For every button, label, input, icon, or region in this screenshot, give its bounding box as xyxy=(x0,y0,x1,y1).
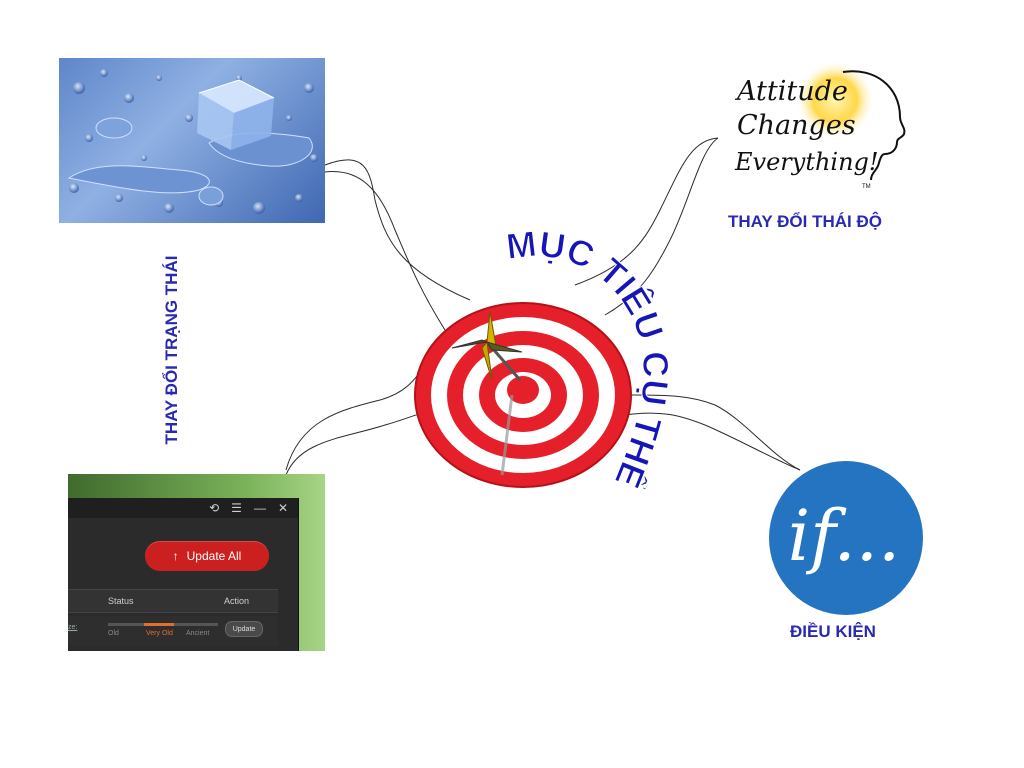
trademark-mark: TM xyxy=(862,184,871,190)
change-attitude-label: THAY ĐỔI THÁI ĐỘ xyxy=(728,212,882,232)
center-title: MỤC TIÊU CỤ THỂ xyxy=(504,223,677,494)
update-all-button[interactable]: ↑ Update All xyxy=(145,541,269,571)
row-link[interactable]: ze: xyxy=(68,624,77,631)
attitude-logo: Attitude Changes Everything! TM xyxy=(725,62,910,190)
connector-ice-1 xyxy=(325,160,470,300)
age-very-old-label: Very Old xyxy=(146,630,173,637)
ice-cube-photo xyxy=(59,58,325,223)
change-state-label: THAY ĐỔI TRẠNG THÁI xyxy=(162,256,182,445)
age-old-label: Old xyxy=(108,630,119,637)
history-icon[interactable]: ⟲ xyxy=(209,501,219,515)
if-logo: if... xyxy=(768,460,924,616)
attitude-line3: Everything! xyxy=(734,148,879,176)
close-icon[interactable]: ✕ xyxy=(278,501,288,515)
status-column-header: Status xyxy=(108,596,134,606)
row-update-button[interactable]: Update xyxy=(225,621,263,637)
if-logo-text: if... xyxy=(788,495,901,577)
age-indicator xyxy=(144,623,174,626)
center-title-arc: MỤC TIÊU CỤ THỂ xyxy=(480,200,720,520)
attitude-line2: Changes xyxy=(737,110,856,141)
table-header: Status Action xyxy=(68,589,278,613)
conditions-label: ĐIỀU KIỆN xyxy=(790,622,876,642)
age-slider xyxy=(108,623,218,626)
connector-update-1 xyxy=(286,365,425,470)
svg-text:MỤC TIÊU CỤ THỂ: MỤC TIÊU CỤ THỂ xyxy=(504,223,677,494)
minimize-icon[interactable]: — xyxy=(254,501,266,515)
window-titlebar: ⟲ ☰ — ✕ xyxy=(68,498,298,518)
age-ancient-label: Ancient xyxy=(186,630,209,637)
update-all-label: Update All xyxy=(187,549,242,563)
update-app-screenshot: ⟲ ☰ — ✕ ↑ Update All Status Action ze: O… xyxy=(68,474,325,651)
action-column-header: Action xyxy=(224,596,249,606)
table-row: ze: Old Very Old Ancient Update xyxy=(68,616,278,646)
arrow-up-icon: ↑ xyxy=(173,549,179,563)
list-icon[interactable]: ☰ xyxy=(231,501,242,515)
app-window: ⟲ ☰ — ✕ ↑ Update All Status Action ze: O… xyxy=(68,498,299,651)
attitude-line1: Attitude xyxy=(734,76,848,107)
